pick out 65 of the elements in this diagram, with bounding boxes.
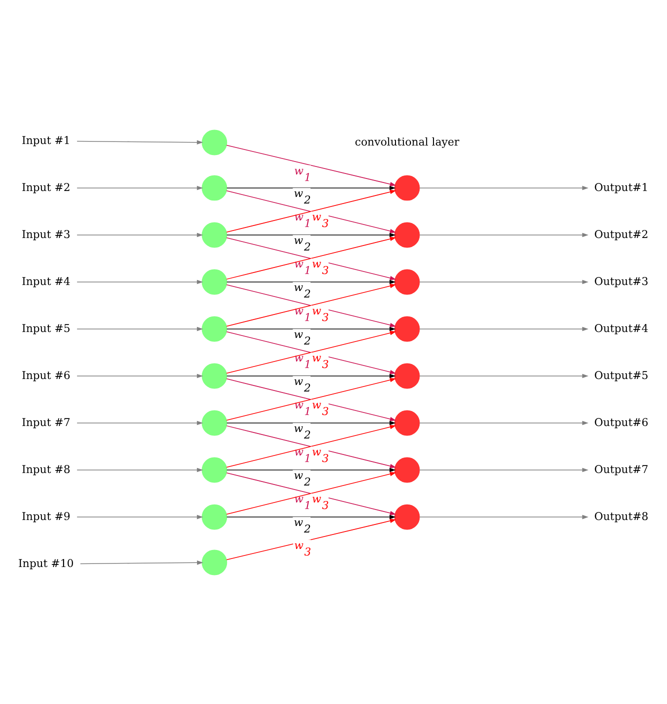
arrow [419,420,588,425]
node-circle [202,456,228,482]
arrow [419,279,588,284]
node-text: Input #7 [22,415,70,428]
node-circle [202,549,228,575]
arrow [226,373,396,378]
node-circle [202,504,228,530]
node-circle [394,504,420,530]
arrow [226,420,396,425]
arrow [226,185,396,190]
node-circle [394,268,420,294]
arrow [76,373,204,378]
node-text: Output#7 [594,462,648,476]
arrow [419,185,588,190]
node-text: Output#4 [594,321,648,334]
arrow [419,467,588,472]
node-text: Input #8 [22,462,70,476]
node-circle [202,129,228,155]
node-text: Input #2 [22,180,70,194]
arrow [76,232,204,237]
node-text: Output#6 [594,415,648,428]
arrow [226,279,396,284]
node-circle [202,362,228,388]
node-circle [394,174,420,200]
arrow [76,420,204,425]
node-text: Input #1 [22,133,70,146]
arrow [226,518,396,560]
node-text: Output#2 [594,227,648,240]
node-text: Output#3 [594,274,648,288]
node-circle [202,174,228,200]
arrow [419,514,588,519]
node-circle [394,316,420,342]
arrow [419,232,588,237]
node-text: Input #6 [22,368,70,382]
arrow [226,232,396,237]
arrow [226,326,396,331]
node-circle [202,410,228,436]
label: convolutional layer [354,134,460,148]
arrow [76,514,204,519]
arrow [76,185,204,190]
node-text: Input #9 [22,509,70,522]
arrow [226,514,396,519]
node-text: Input #3 [22,227,70,240]
arrow [76,467,204,472]
node-circle [394,456,420,482]
node-circle [394,410,420,436]
node-circle [394,362,420,388]
node-circle [202,222,228,248]
node-text: Input #10 [18,556,74,570]
arrow [226,467,396,472]
arrow [80,560,204,564]
node-text: Input #4 [22,274,70,288]
arrow [76,326,204,331]
arrow [76,279,204,284]
arrow [419,326,588,331]
node-text: Output#1 [594,180,648,194]
node-text: Output#5 [594,368,648,382]
node-circle [202,316,228,342]
node-text: Output#8 [594,509,648,522]
arrow [419,373,588,378]
node-text: Input #5 [22,321,70,334]
node-circle [202,268,228,294]
node-circle [394,222,420,248]
arrow [76,140,204,144]
arrow [226,144,396,186]
